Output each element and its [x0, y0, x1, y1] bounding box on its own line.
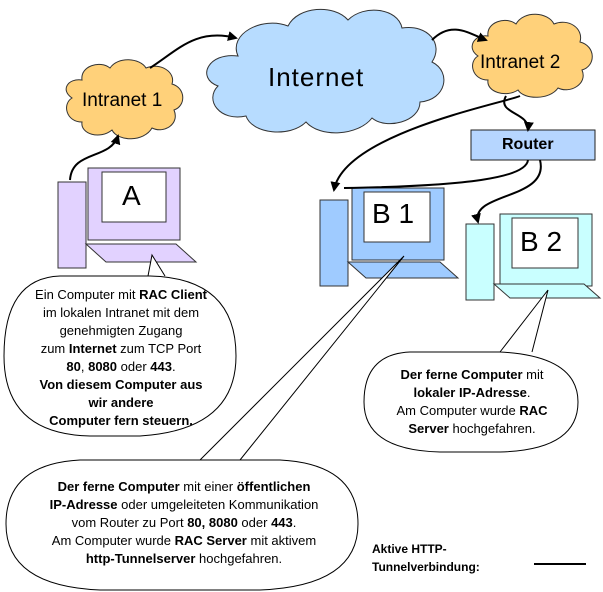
internet-cloud [206, 8, 445, 134]
computer-a-label: A [122, 180, 141, 211]
computer-a [57, 167, 198, 269]
computer-b2-label: B 2 [520, 226, 563, 257]
bubble-b2-shape [363, 289, 579, 453]
tunnel-arrows [69, 28, 542, 224]
arrow-intranet2-to-router [503, 95, 534, 132]
computer-b1-label: B 1 [372, 198, 415, 229]
computer-b1 [319, 187, 460, 287]
router-box [470, 129, 596, 161]
bubble-a-shape [3, 253, 237, 437]
internet-label: Internet [268, 62, 365, 92]
bubble-b1-text: Der ferne Computer mit einer öffentliche… [49, 479, 319, 566]
bubble-a-text: Ein Computer mit RAC Client im lokalen I… [35, 287, 207, 428]
arrow-router-to-b1 [343, 159, 529, 189]
bubble-b1-shape [5, 255, 405, 591]
legend-label: Aktive HTTP- Tunnelverbindung: [372, 542, 480, 574]
arrow-internet-to-intranet2 [431, 28, 488, 42]
intranet2-cloud [471, 13, 593, 98]
bubble-b2-text: Der ferne Computer mit lokaler IP-Adress… [396, 367, 548, 436]
intranet1-cloud [65, 59, 184, 140]
arrow-router-to-b2 [471, 159, 542, 224]
router-label: Router [502, 136, 554, 153]
arrow-intranet1-to-internet [149, 31, 238, 69]
arrow-intranet2-to-b1 [330, 95, 521, 192]
computer-b2 [465, 213, 602, 301]
arrow-a-to-intranet1 [69, 134, 121, 181]
intranet1-label: Intranet 1 [82, 90, 163, 111]
intranet2-label: Intranet 2 [480, 52, 561, 73]
